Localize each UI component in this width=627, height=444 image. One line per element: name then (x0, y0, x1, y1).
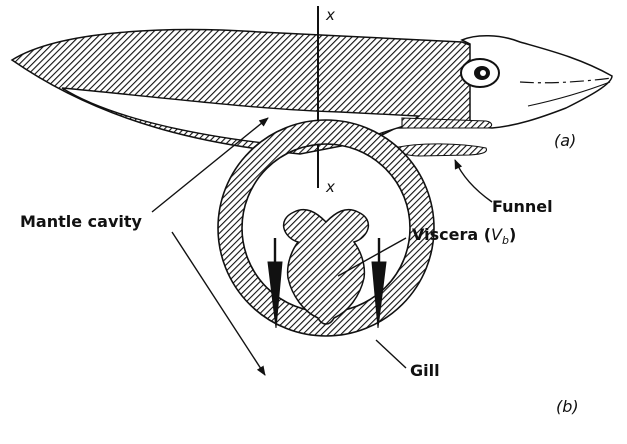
viscera-label-suffix: ) (509, 225, 516, 244)
funnel-label: Funnel (492, 197, 553, 216)
gill-pointer-line (376, 340, 406, 368)
section-label-top: x (325, 6, 335, 24)
gill-label: Gill (410, 361, 440, 380)
viscera-label-subscript: b (502, 234, 509, 247)
funnel-pointer-arrow (455, 160, 492, 202)
mantle-cavity-label: Mantle cavity (20, 212, 143, 231)
viscera-label: Viscera (Vb) (412, 225, 516, 247)
viscera-label-prefix: Viscera ( (412, 225, 491, 244)
squid-eye-pupil-highlight (480, 70, 486, 76)
squid-side-view: x x (a) Funnel (12, 6, 612, 216)
panel-label-a: (a) (554, 131, 576, 150)
section-label-bottom: x (325, 178, 335, 196)
cross-section-view: Viscera (Vb) Gill (b) (218, 120, 579, 416)
panel-label-b: (b) (556, 397, 579, 416)
squid-funnel (394, 144, 486, 156)
